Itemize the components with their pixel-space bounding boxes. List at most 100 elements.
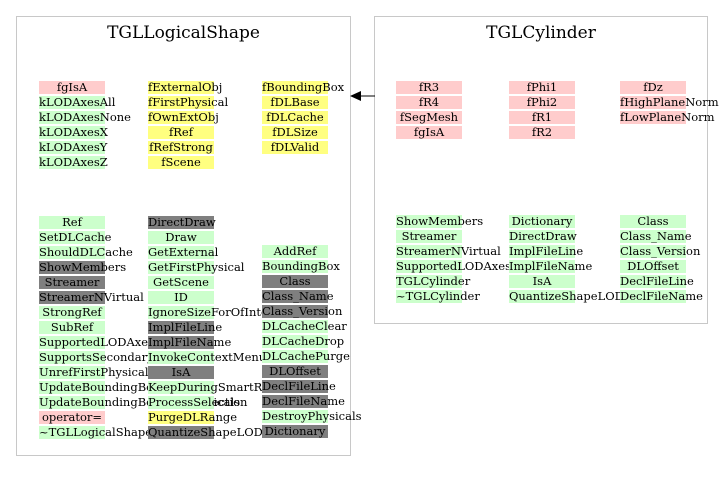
entry-background — [148, 261, 214, 274]
entry-label: fDLCache — [266, 110, 324, 124]
entry-label: fR2 — [531, 125, 553, 139]
entry-background — [620, 290, 686, 303]
entry-cell: ImplFileLine — [148, 320, 222, 335]
entry-background — [148, 141, 214, 154]
entry-background — [262, 290, 328, 303]
entry-cell: StrongRef — [39, 305, 105, 320]
entry-cell: GetExternal — [148, 245, 218, 260]
entry-label: kLODAxesZ — [39, 155, 108, 169]
entry-cell: kLODAxesZ — [39, 155, 108, 170]
entry-background — [148, 336, 214, 349]
entry-label: Class — [279, 274, 311, 288]
entry-cell: BoundingBox — [262, 259, 340, 274]
entry-label: StrongRef — [42, 305, 102, 319]
entry-label: fSegMesh — [399, 110, 459, 124]
entry-background — [620, 275, 686, 288]
entry-cell: fDLCache — [262, 110, 328, 125]
entry-cell: Class_Name — [262, 289, 334, 304]
entry-cell: DirectDraw — [148, 215, 216, 230]
entry-cell: TGLCylinder — [396, 274, 470, 289]
entry-cell: KeepDuringSmartRefresh — [148, 380, 299, 395]
entry-background — [509, 81, 575, 94]
entry-label: fLowPlaneNorm — [620, 110, 715, 124]
entry-label: fR1 — [531, 110, 553, 124]
entry-label: IgnoreSizeForOfInterest — [148, 305, 291, 319]
entry-background — [620, 81, 686, 94]
entry-label: DLCacheDrop — [262, 334, 345, 348]
entry-background — [148, 96, 214, 109]
entry-background — [148, 396, 214, 409]
entry-cell: QuantizeShapeLOD — [509, 289, 624, 304]
entry-background — [262, 365, 328, 378]
entry-cell: IsA — [148, 365, 214, 380]
entry-label: DLOffset — [627, 259, 679, 273]
entry-cell: ImplFileLine — [509, 244, 583, 259]
entry-cell: Class_Version — [262, 304, 342, 319]
entry-cell: ~TGLLogicalShape — [39, 425, 152, 440]
entry-background — [262, 96, 328, 109]
entry-background — [148, 156, 214, 169]
entry-label: kLODAxesY — [39, 140, 108, 154]
entry-cell: DLCacheDrop — [262, 334, 344, 349]
entry-label: Dictionary — [264, 424, 326, 438]
entry-label: SetDLCache — [39, 230, 112, 244]
entry-background — [39, 246, 105, 259]
entry-cell: DLCachePurge — [262, 349, 350, 364]
entry-background — [148, 276, 214, 289]
entry-label: fPhi1 — [526, 80, 558, 94]
entry-background — [509, 290, 575, 303]
entry-label: Draw — [165, 230, 197, 244]
entry-background — [396, 230, 462, 243]
entry-background — [39, 111, 105, 124]
entry-label: Streamer — [44, 275, 100, 289]
entry-cell: kLODAxesY — [39, 140, 108, 155]
entry-background — [396, 290, 462, 303]
entry-cell: DLCacheClear — [262, 319, 347, 334]
entry-background — [148, 126, 214, 139]
entry-cell: fOwnExtObj — [148, 110, 219, 125]
entry-cell: PurgeDLRange — [148, 410, 237, 425]
entry-label: SupportedLODAxes — [39, 335, 154, 349]
entry-background — [39, 156, 105, 169]
entry-label: kLODAxesX — [39, 125, 108, 139]
entry-cell: ShouldDLCache — [39, 245, 133, 260]
entry-label: fDLSize — [272, 125, 318, 139]
entry-cell: InvokeContextMenu — [148, 350, 266, 365]
entry-label: Ref — [62, 215, 82, 229]
entry-label: ImplFileName — [148, 335, 232, 349]
entry-background — [39, 216, 105, 229]
entry-cell: fPhi2 — [509, 95, 575, 110]
entry-background — [620, 245, 686, 258]
entry-background — [39, 321, 105, 334]
entry-cell: fR4 — [396, 95, 462, 110]
entry-background — [262, 260, 328, 273]
entry-cell: DLOffset — [262, 364, 328, 379]
entry-label: StreamerNVirtual — [39, 290, 144, 304]
entry-background — [39, 306, 105, 319]
entry-label: GetScene — [153, 275, 209, 289]
entry-cell: operator= — [39, 410, 105, 425]
entry-label: ProcessSelection — [148, 395, 248, 409]
entry-label: UnrefFirstPhysical — [39, 365, 149, 379]
entry-label: kLODAxesNone — [39, 110, 131, 124]
entry-label: DeclFileName — [620, 289, 703, 303]
entry-label: fBoundingBox — [262, 80, 345, 94]
entry-cell: fR1 — [509, 110, 575, 125]
entry-cell: Class_Name — [620, 229, 692, 244]
entry-label: fDz — [643, 80, 663, 94]
entry-background — [262, 395, 328, 408]
entry-label: operator= — [41, 410, 103, 424]
entry-cell: SupportedLODAxes — [39, 335, 154, 350]
entry-background — [262, 320, 328, 333]
entry-label: GetExternal — [148, 245, 219, 259]
entry-cell: DestroyPhysicals — [262, 409, 362, 424]
entry-cell: Draw — [148, 230, 214, 245]
entry-cell: fgIsA — [396, 125, 462, 140]
entry-label: fPhi2 — [526, 95, 558, 109]
class-title: TGLCylinder — [486, 23, 596, 43]
entry-cell: UpdateBoundingBox — [39, 380, 160, 395]
entry-background — [262, 410, 328, 423]
entry-background — [148, 246, 214, 259]
entry-cell: fR3 — [396, 80, 462, 95]
